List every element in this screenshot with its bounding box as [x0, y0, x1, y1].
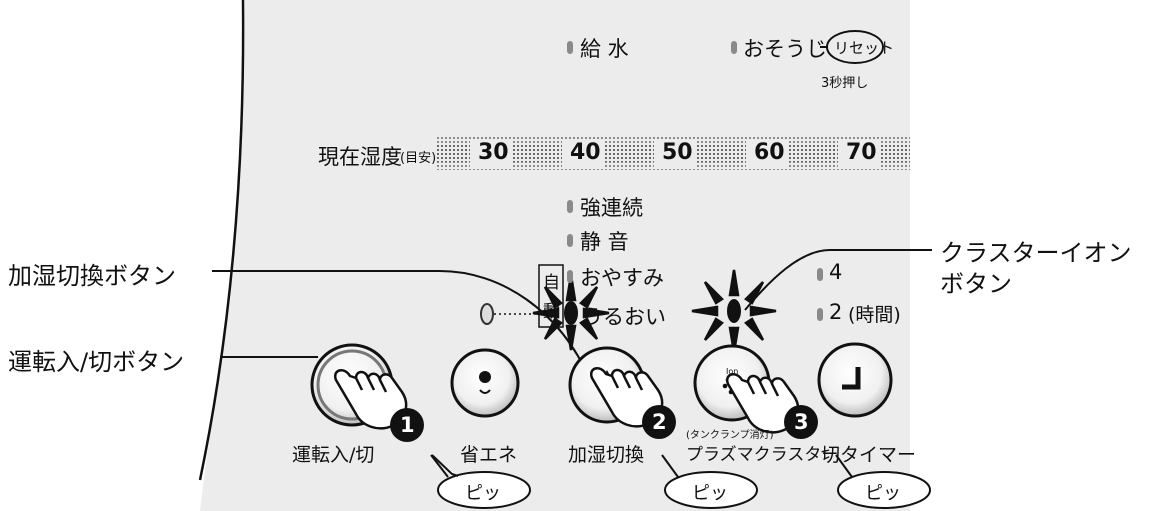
timer-2-label: 2: [829, 300, 843, 324]
eco-button-shape: [450, 348, 520, 418]
callout-line-humidify: [212, 270, 591, 381]
svg-text:Ion: Ion: [726, 367, 738, 376]
reset-label: リセット: [834, 39, 895, 57]
step-badge-1-shape: [390, 408, 424, 442]
water-led: [567, 41, 573, 54]
callout-humidify-switch: 加湿切換ボタン: [8, 262, 176, 290]
beep-bubble-3-shape: [835, 454, 931, 509]
humidity-tick-70: 70: [846, 140, 877, 165]
beep-bubble-2-shape: [661, 454, 758, 509]
beep-bubble-1-shape: [430, 454, 531, 509]
humidity-tick-40: 40: [570, 140, 601, 165]
hand-pointer-2: [589, 366, 664, 428]
timer-button-label: 切タイマー: [821, 444, 917, 466]
reset-note: 3秒押し: [821, 76, 869, 91]
humidity-tick-60: 60: [754, 140, 785, 165]
timer-2-unit: (時間): [848, 304, 901, 326]
flash-burst-cluster: [691, 269, 777, 353]
mode-quiet-label: 静 音: [580, 230, 629, 254]
timer-4-label: 4: [829, 260, 843, 284]
cluster-button-label: プラズマクラスター: [686, 445, 839, 465]
hand-pointer-1: [333, 368, 408, 430]
step-badge-2-shape: [642, 405, 676, 439]
eco-button[interactable]: [452, 350, 518, 416]
mode-auto-char1: 自: [543, 273, 560, 293]
sleep-led: [567, 270, 573, 283]
hand-pointer-3: [725, 372, 800, 434]
callout-cluster-line1: クラスターイオン: [940, 239, 1132, 267]
beep-text-1: ピッ: [465, 483, 501, 504]
off-timer-button[interactable]: [819, 344, 891, 416]
reset-oval: [826, 30, 884, 64]
callout-cluster-line2: ボタン: [940, 270, 1012, 298]
humidify-button-label: 加湿切換: [568, 444, 645, 466]
water-indicator-label: 給 水: [580, 37, 629, 61]
humidity-tick-50: 50: [662, 140, 693, 165]
humidify-switch-button[interactable]: [570, 348, 644, 422]
mode-strong-label: 強連続: [580, 196, 643, 220]
quiet-led: [567, 234, 573, 247]
cluster-led-lit: [727, 299, 741, 323]
step-2-number: 2: [652, 410, 667, 434]
clean-indicator-label: おそうじ: [743, 37, 827, 61]
humidity-label-note: (目安): [400, 151, 437, 166]
callout-power: 運転入/切ボタン: [8, 348, 185, 376]
indicator-led-outline: [480, 303, 494, 325]
cluster-button-note: (タンクランプ消灯): [686, 430, 774, 441]
moist-led-lit: [564, 301, 578, 325]
timer-button-shape: [817, 342, 893, 418]
beep-text-2: ピッ: [692, 483, 728, 504]
plasmacluster-button[interactable]: [695, 346, 769, 420]
strong-led: [567, 200, 573, 213]
timer-4-led: [817, 268, 823, 281]
flash-burst-humidify: [532, 274, 610, 351]
humidity-tick-30: 30: [478, 140, 509, 165]
eco-button-label: 省エネ: [460, 444, 518, 466]
mode-auto-char2: 動: [543, 302, 560, 322]
mode-sleep-label: おやすみ: [580, 266, 664, 290]
power-button[interactable]: [312, 345, 392, 425]
timer-2-led: [817, 308, 823, 321]
step-badge-3-shape: [784, 405, 818, 439]
step-3-number: 3: [794, 410, 809, 434]
humidity-label: 現在湿度: [318, 145, 402, 169]
beep-text-3: ピッ: [865, 483, 901, 504]
step-1-number: 1: [400, 413, 415, 437]
power-button-label: 運転入/切: [292, 444, 375, 466]
mode-moist-label: うるおい: [582, 305, 666, 329]
clean-led: [731, 41, 737, 54]
